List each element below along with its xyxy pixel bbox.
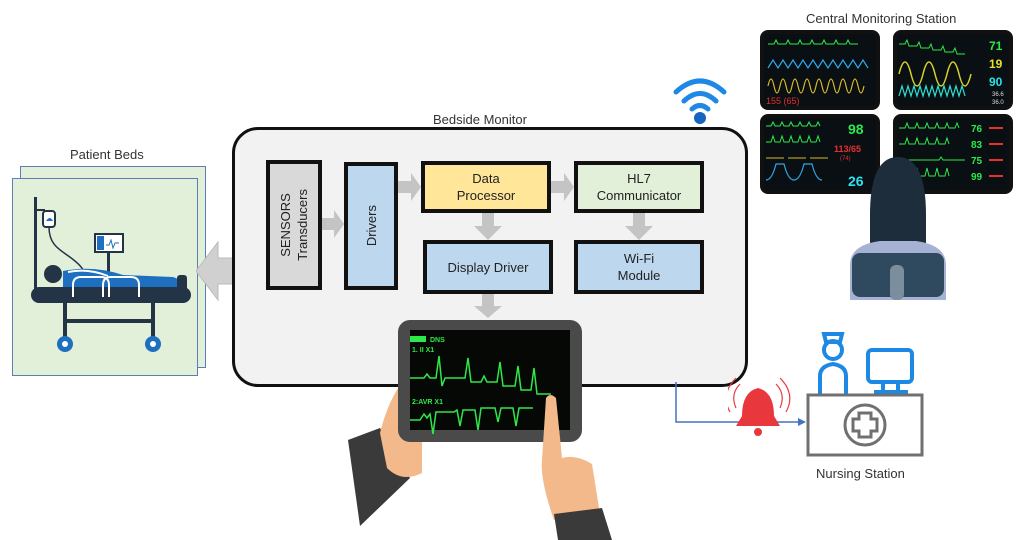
screen1-bp: 155 (65) bbox=[766, 96, 800, 106]
hl7-line1: HL7 bbox=[627, 171, 651, 186]
nursing-station-illustration bbox=[728, 332, 924, 457]
tablet-lead2-text: 2:AVR X1 bbox=[412, 399, 443, 406]
screen4-value3: 75 bbox=[971, 156, 983, 167]
screen4-value4: 99 bbox=[971, 172, 983, 183]
sensors-label: SENSORS bbox=[278, 193, 293, 257]
central-screen-1: 155 (65) bbox=[760, 30, 880, 110]
screen2-hr: 71 bbox=[989, 39, 1003, 53]
central-screen-3: 98 113/65 (74) 26 bbox=[760, 114, 880, 194]
wifi-module-line1: Wi-Fi bbox=[623, 251, 655, 266]
central-monitoring-label: Central Monitoring Station bbox=[806, 11, 957, 26]
screen3-hr: 98 bbox=[848, 121, 864, 137]
transducers-label: Transducers bbox=[295, 189, 310, 261]
screen2-resp: 19 bbox=[989, 57, 1003, 71]
tablet-lead1-text: 1. II X1 bbox=[412, 347, 434, 354]
tablet-header-text: DNS bbox=[430, 337, 445, 344]
hl7-line2: Communicator bbox=[596, 188, 682, 203]
ecg-trace-2 bbox=[410, 407, 533, 435]
data-processor-line1: Data bbox=[472, 171, 500, 186]
display-driver-block: Display Driver bbox=[423, 240, 553, 294]
patient-beds-label: Patient Beds bbox=[70, 147, 144, 162]
central-screen-2: 71 19 90 36.6 36.0 bbox=[893, 30, 1013, 110]
wifi-icon bbox=[673, 78, 727, 124]
drivers-label: Drivers bbox=[363, 205, 379, 247]
screen3-bp: 113/65 bbox=[834, 144, 861, 154]
screen4-value1: 76 bbox=[971, 124, 983, 135]
tablet-illustration: DNS 1. II X1 2:AVR X1 bbox=[348, 320, 612, 540]
patient-bed-card bbox=[12, 178, 198, 376]
screen3-map: (74) bbox=[840, 156, 851, 162]
bedside-monitor-label: Bedside Monitor bbox=[433, 112, 527, 127]
nursing-station-label: Nursing Station bbox=[816, 466, 905, 481]
computer-icon bbox=[866, 348, 914, 394]
screen3-resp: 26 bbox=[848, 173, 864, 189]
screen2-spo2: 90 bbox=[989, 75, 1003, 89]
nurse-icon bbox=[818, 332, 848, 394]
screen4-value2: 83 bbox=[971, 140, 983, 151]
hospital-bed-icon bbox=[31, 197, 191, 352]
display-driver-label: Display Driver bbox=[447, 259, 529, 275]
screen2-temp2: 36.0 bbox=[992, 100, 1004, 106]
drivers-block: Drivers bbox=[344, 162, 398, 290]
wifi-module-line2: Module bbox=[617, 268, 661, 283]
ecg-trace-1 bbox=[410, 355, 551, 395]
operator-icon bbox=[850, 157, 946, 300]
alarm-bell-icon bbox=[728, 377, 791, 436]
data-processor-line2: Processor bbox=[456, 188, 516, 203]
medical-cross-icon bbox=[843, 403, 887, 447]
central-screen-4: 76 83 75 99 bbox=[893, 114, 1013, 194]
sensors-transducers-block: SENSORS Transducers bbox=[266, 160, 322, 290]
screen2-temp1: 36.6 bbox=[992, 92, 1004, 98]
